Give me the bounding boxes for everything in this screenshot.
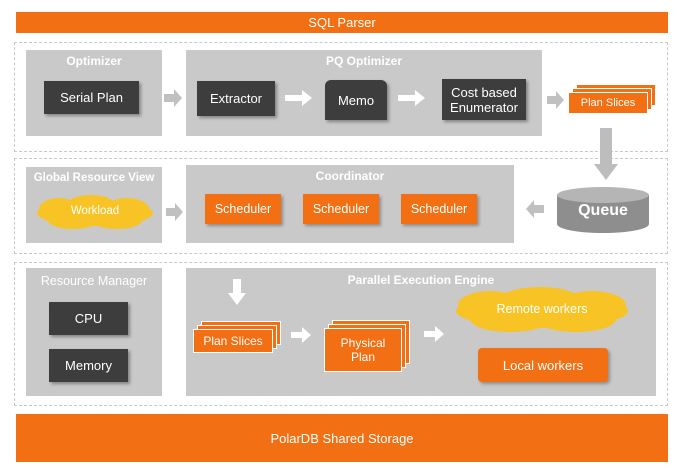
arrow-right-icon [424,326,444,342]
sql-parser-label: SQL Parser [308,15,376,30]
optimizer-region [14,42,668,152]
queue-label: Queue [578,202,628,219]
resource-manager-title: Resource Manager [40,274,148,288]
arrow-right-icon [291,327,311,343]
cost-enumerator-line1: Cost based [451,84,517,100]
scheduler-label-1: Scheduler [214,202,272,216]
local-workers-box: Local workers [478,348,608,382]
scheduler-box-3: Scheduler [401,194,477,224]
cost-enumerator-line2: Enumerator [450,99,518,115]
pee-title: Parallel Execution Engine [347,273,495,287]
local-workers-label: Local workers [502,357,584,373]
cpu-box: CPU [49,302,128,335]
extractor-box: Extractor [197,81,275,116]
serial-plan-label: Serial Plan [60,90,123,105]
optimizer-title: Optimizer [66,54,122,68]
arrow-right-icon [398,90,425,106]
serial-plan-box: Serial Plan [44,81,139,114]
coordinator-region [14,158,668,254]
scheduler-label-3: Scheduler [410,202,468,216]
remote-workers-label: Remote workers [496,302,588,316]
scheduler-box-2: Scheduler [303,194,379,224]
plan-slices-label: Plan Slices [203,334,263,348]
plan-slices-top-label: Plan Slices [580,97,636,109]
execution-region [14,262,668,406]
coordinator-title: Coordinator [315,169,385,183]
arrow-right-icon [164,89,182,107]
cpu-label: CPU [74,311,103,326]
arrow-down-icon [228,279,246,305]
pq-optimizer-title: PQ Optimizer [325,54,402,68]
extractor-label: Extractor [209,91,262,106]
memo-label: Memo [337,92,375,108]
scheduler-label-2: Scheduler [312,202,370,216]
workload-label: Workload [70,205,120,217]
workload-cloud-icon [37,195,153,229]
physical-plan-line2: Plan [350,350,376,364]
scheduler-box-1: Scheduler [205,194,281,224]
arrow-down-icon [594,128,618,180]
memo-box: Memo [325,80,387,120]
global-resource-view-title: Global Resource View [33,172,155,184]
memory-box: Memory [49,349,128,382]
sql-parser-bar: SQL Parser [16,12,668,33]
arrow-left-icon [526,200,544,218]
arrow-right-icon [166,203,183,221]
arrow-right-icon [285,90,312,106]
queue-cylinder-icon [557,187,649,233]
memory-label: Memory [65,358,112,373]
cost-enumerator-box: Cost based Enumerator [442,79,526,120]
remote-workers-cloud-icon [456,287,628,332]
physical-plan-line1: Physical [340,336,386,350]
plan-slices-box: Plan Slices [193,329,273,353]
shared-storage-label: PolarDB Shared Storage [270,430,414,446]
plan-slices-top: Plan Slices [568,92,648,114]
shared-storage-bar: PolarDB Shared Storage [16,414,668,462]
arrow-right-icon [547,91,564,109]
physical-plan-box: Physical Plan [324,328,402,372]
